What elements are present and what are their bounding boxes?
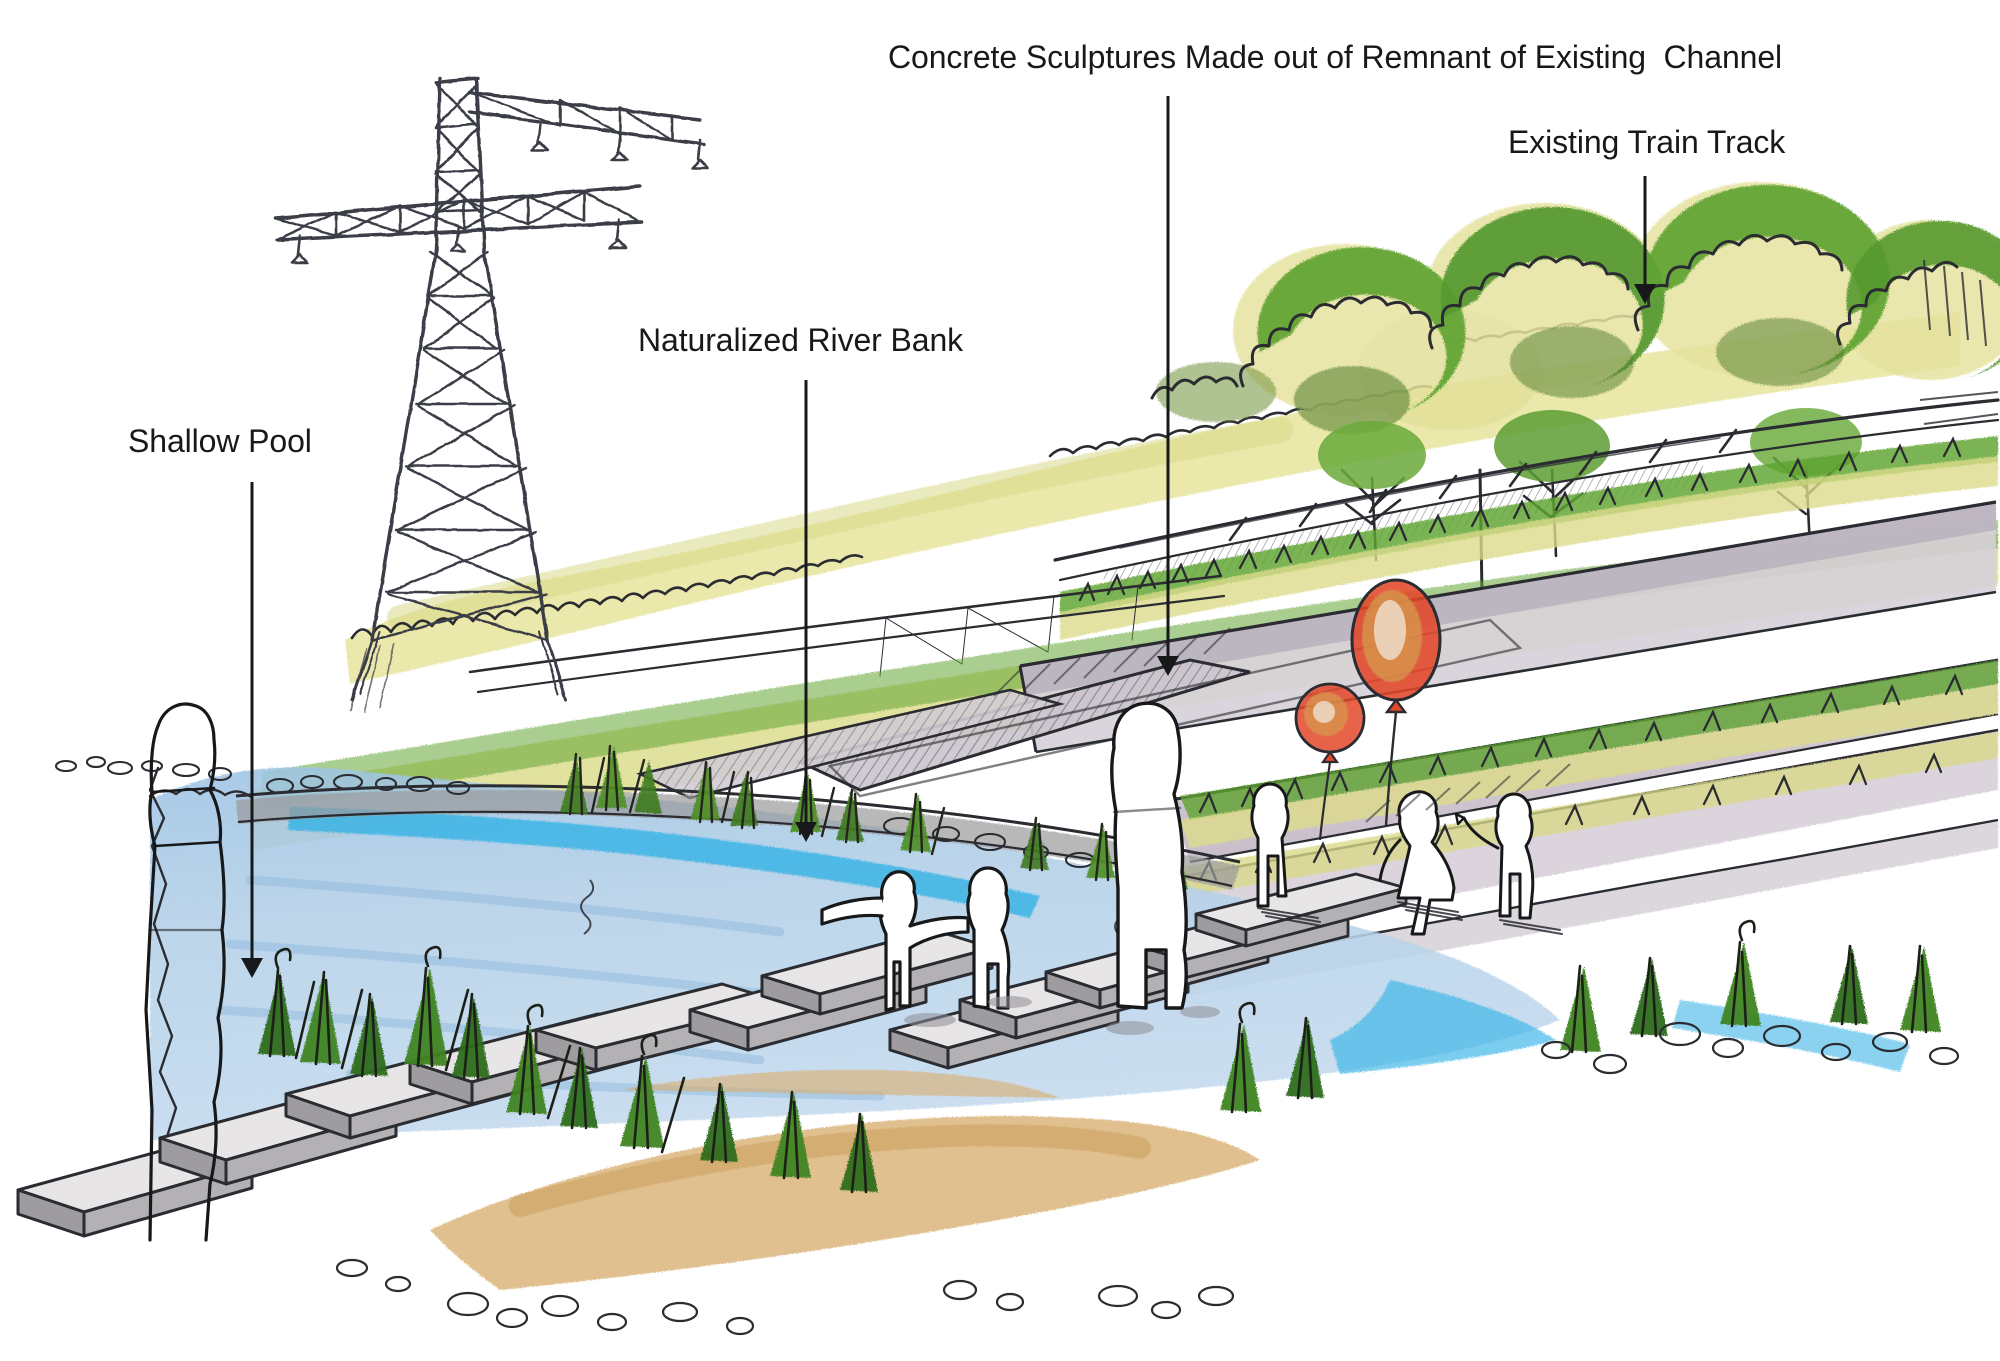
label-concrete-sculptures: Concrete Sculptures Made out of Remnant …	[888, 39, 1783, 75]
sand-bar	[430, 1069, 1260, 1290]
foreground-cobbles	[335, 1021, 1960, 1336]
terrace-shrubs	[1198, 673, 1964, 882]
street-trees	[1318, 408, 1862, 562]
track-planting-strip	[1060, 436, 1998, 640]
distant-hedgerow	[345, 312, 1960, 684]
red-balloons	[1294, 578, 1442, 841]
wading-figure-arms-out	[820, 870, 970, 1012]
terrace-figure-dress	[1378, 790, 1456, 936]
terrace-figure-pointing	[1454, 792, 1535, 920]
label-existing-train-track: Existing Train Track	[1508, 124, 1786, 160]
terrace-figure-left	[1250, 782, 1290, 908]
electrical-transmission-tower	[274, 76, 710, 713]
human-figures	[144, 701, 1563, 1242]
bank-hatching	[993, 627, 1571, 823]
right-edge-strokes	[1919, 259, 1999, 425]
wading-figure-standing	[966, 866, 1011, 1010]
channel-edge-rail	[468, 574, 1226, 694]
balloon-large	[1350, 578, 1442, 827]
balloon-small	[1294, 682, 1366, 841]
riparian-grasses-mid	[560, 744, 1188, 892]
concrete-channel-remnants	[636, 500, 1997, 800]
track-shrub-ink	[1078, 436, 1962, 602]
tree-canopy-group	[1150, 182, 2000, 562]
water-reflections	[904, 996, 1220, 1035]
central-figure	[1110, 701, 1188, 1010]
figure-shadows	[1257, 901, 1563, 935]
foreground-reeds	[258, 919, 1941, 1194]
label-shallow-pool: Shallow Pool	[128, 423, 312, 459]
foreground-figure	[144, 702, 226, 1242]
label-naturalized-river-bank: Naturalized River Bank	[638, 322, 964, 358]
